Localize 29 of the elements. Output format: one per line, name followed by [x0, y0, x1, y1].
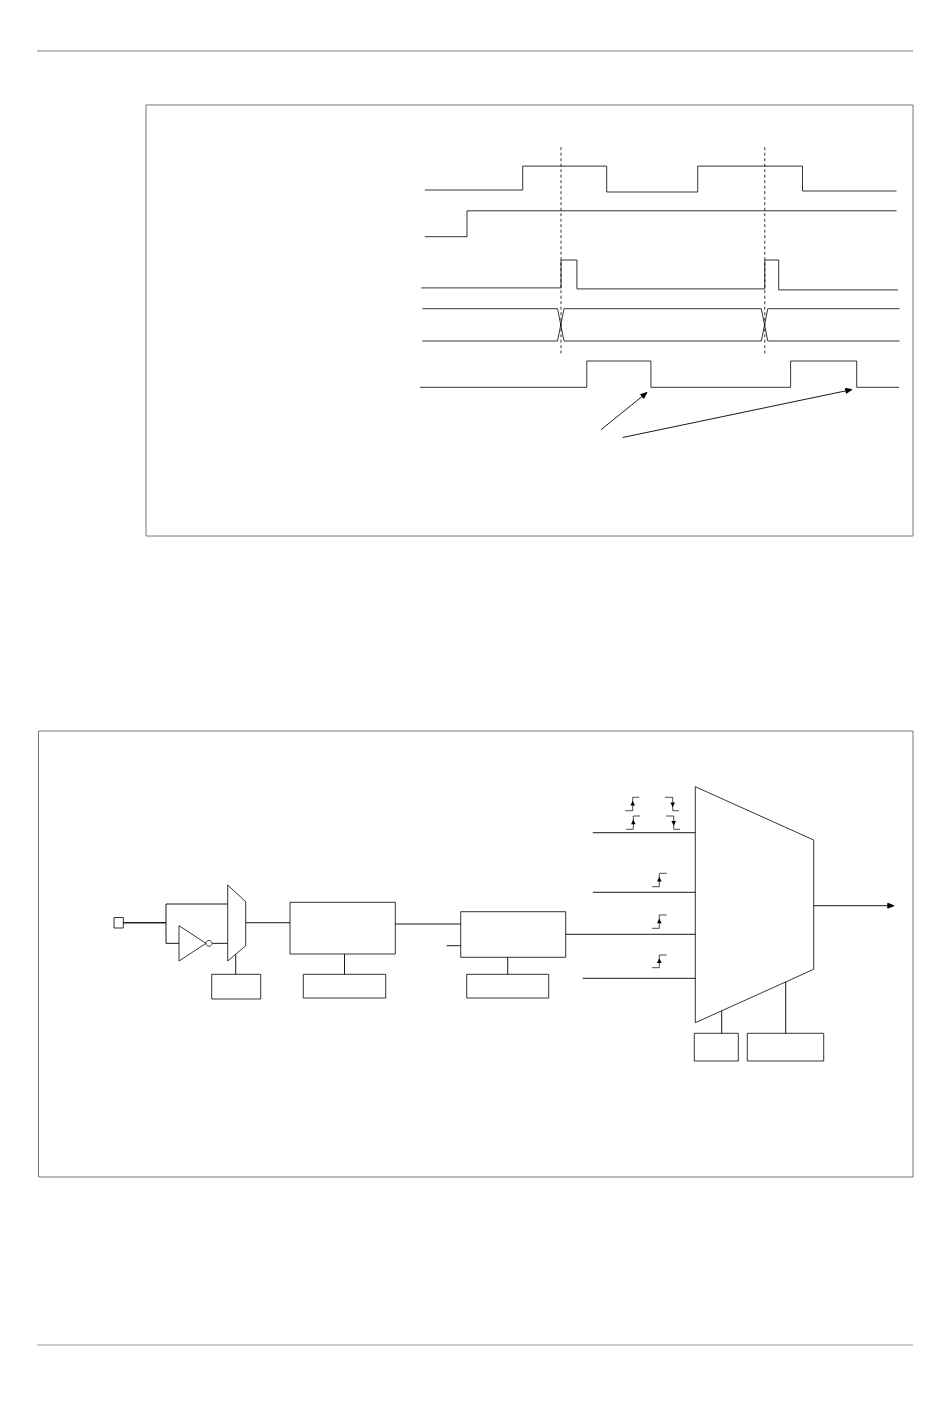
- block-box: [289, 901, 396, 955]
- wire: [245, 922, 291, 924]
- wire: [211, 942, 229, 944]
- block-box: [460, 911, 567, 958]
- pointer-arrow: [622, 388, 853, 438]
- block-box: [302, 973, 387, 999]
- wire: [507, 956, 509, 975]
- block-box: [746, 1032, 825, 1062]
- inverter-symbol: [178, 925, 213, 962]
- wire: [565, 933, 696, 935]
- output-arrow: [813, 902, 895, 909]
- signal-waveform: [419, 360, 900, 388]
- wire: [235, 953, 237, 975]
- multiplexer-symbol: [694, 786, 815, 1024]
- wire: [122, 922, 180, 944]
- pin-square: [113, 917, 124, 929]
- wire: [592, 891, 696, 893]
- multiplexer-symbol: [227, 884, 247, 962]
- wire: [785, 981, 787, 1034]
- wire: [446, 945, 462, 947]
- wire: [344, 953, 345, 975]
- wire: [394, 923, 462, 925]
- block-box: [211, 973, 262, 1000]
- block-box: [693, 1032, 739, 1062]
- pointer-arrow: [600, 392, 648, 430]
- block-box: [466, 973, 550, 999]
- wire: [592, 832, 696, 834]
- wire: [582, 977, 696, 979]
- wire: [721, 1010, 723, 1034]
